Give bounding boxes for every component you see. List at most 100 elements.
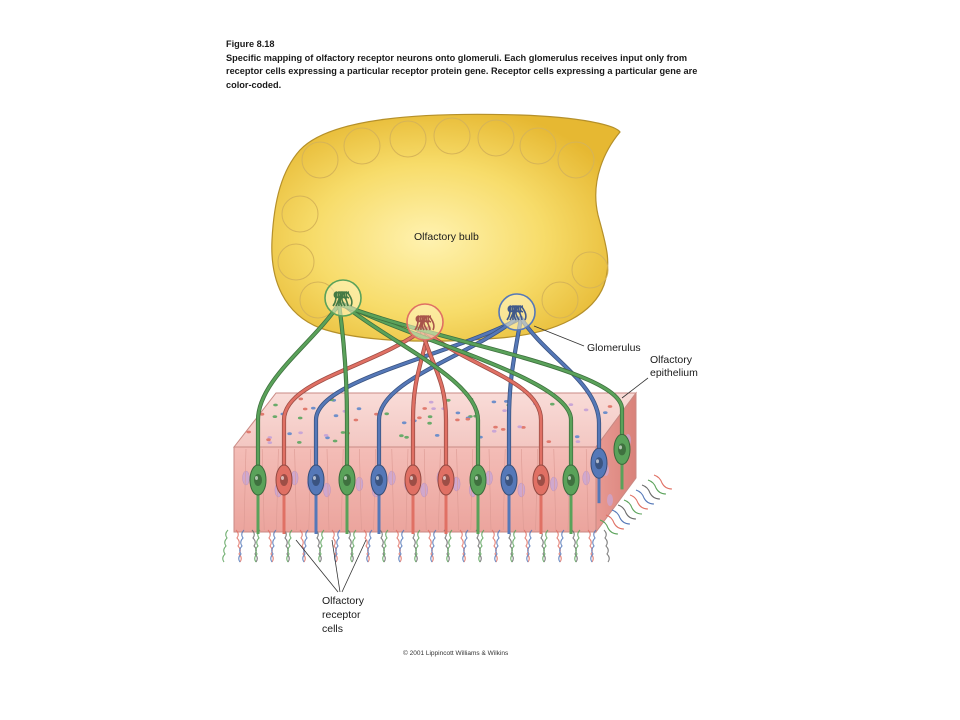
supporting-cell-boundary [359,448,362,531]
surface-dot [311,406,316,410]
nucleus-highlight [506,476,509,480]
surface-dot [401,421,407,425]
surface-dot [550,402,555,406]
receptor-label-line2: receptor [322,609,361,621]
receptor-nucleus [442,474,450,486]
basal-fiber [611,509,631,525]
basal-fiber [523,529,530,563]
basal-fiber [491,529,498,563]
basal-fiber [331,529,338,563]
basal-fiber [398,529,405,563]
supporting-cell-boundary [488,448,492,531]
basal-fiber [363,529,370,563]
surface-dot [521,426,526,429]
surface-dot [568,403,574,406]
basal-fiber [379,529,386,563]
receptor-cell-red [404,464,422,534]
basal-fiber [427,529,434,563]
receptor-nucleus [409,474,417,486]
receptor-nucleus [567,474,575,486]
basal-fiber [641,484,661,500]
surface-dot [446,398,451,402]
axon-green [256,302,341,470]
axon-green [341,302,480,470]
basal-fiber [574,529,581,563]
copyright-notice: © 2001 Lippincott Williams & Wilkins [403,649,509,657]
surface-dot [491,429,497,433]
basal-fiber [647,479,667,495]
basal-fiber [382,529,389,563]
epithelium-label-line2: epithelium [650,367,698,379]
receptor-axons [255,301,625,471]
glomerulus-outline [519,127,557,165]
surface-dot [272,415,278,418]
nucleus-highlight [568,476,571,480]
surface-dot [298,397,304,401]
surface-dot [455,411,461,415]
nucleus-highlight [376,476,379,480]
basal-fiber [494,529,501,563]
supporting-cell [388,470,396,486]
surface-dot [287,432,292,436]
basal-fiber [478,529,485,563]
olfactory-epithelium [232,391,637,534]
basal-fiber [302,529,309,563]
basal-fiber [286,529,293,563]
supporting-cell [550,476,558,492]
surface-dot [431,407,436,410]
leader-lines [295,325,649,593]
basal-fiber [617,504,637,520]
nucleus-highlight [281,476,284,480]
supporting-cell [323,482,331,498]
glomerulus-leader [533,325,585,347]
axon-green [337,302,349,470]
basal-fiber [347,529,354,563]
receptor-cell-green [249,464,267,534]
glomerulus-outline [343,127,381,165]
surface-dot [583,408,589,412]
axon-green [337,302,624,439]
surface-dot [603,411,608,414]
receptor-nucleus [254,474,262,486]
surface-dot [323,434,329,437]
receptor-nucleus [595,457,603,470]
glomerulus-outline [557,141,595,179]
axon-terminal [427,315,435,331]
surface-dot [434,434,440,437]
nucleus-highlight [344,476,347,480]
basal-fiber [635,489,655,505]
surface-dot [340,431,346,434]
axon-blue [314,316,523,470]
olfactory-bulb-label: Olfactory bulb [414,231,479,243]
nucleus-highlight [538,476,541,480]
axon-red [282,326,427,470]
basal-fiber [558,529,565,563]
glomerulus-outline [277,243,315,281]
nucleus-highlight [410,476,413,480]
basal-fiber [571,529,578,563]
receptor-nucleus [280,474,288,486]
surface-dot [356,407,362,411]
surface-dot [465,417,471,421]
colored-glomeruli [324,279,536,341]
surface-dot [502,409,507,412]
axon-blue [377,316,519,470]
basal-fiber [366,529,373,563]
receptor-cell-blue [590,447,608,504]
basal-fiber [526,529,533,563]
receptor-nucleus [618,443,626,456]
basal-fiber [254,529,261,563]
glomerulus-blue [498,293,536,331]
basal-fiber [599,519,619,535]
nucleus-highlight [596,459,599,464]
nucleus-highlight [443,476,446,480]
basal-fiber [542,529,549,563]
figure-caption: Figure 8.18 Specific mapping of olfactor… [226,38,706,92]
surface-dot [267,441,273,444]
supporting-cell-boundary [326,448,330,531]
surface-dot [298,431,303,435]
basal-fiber [539,529,546,563]
basal-fiber [446,529,453,563]
surface-dot [246,430,251,434]
